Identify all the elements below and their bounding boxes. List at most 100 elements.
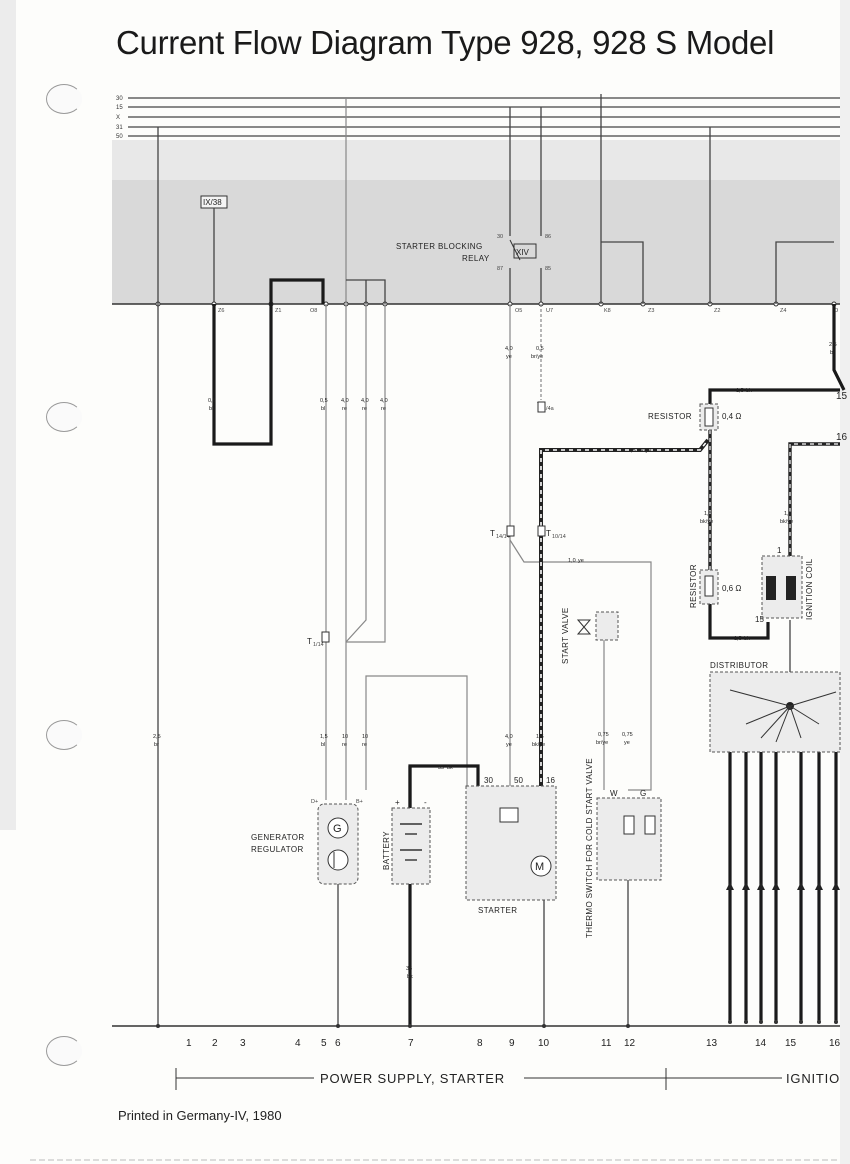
column-numbers: 1 2 3 4 5 6 7 8 9 10 11 12 13 14 15 16 xyxy=(186,1038,841,1049)
wire-gauge: 4,0 xyxy=(380,398,388,404)
resistor-label: RESISTOR xyxy=(689,564,698,608)
wire-number: 15 xyxy=(836,391,848,402)
print-note: Printed in Germany-IV, 1980 xyxy=(118,1108,282,1123)
wire-gauge: 0,5 xyxy=(320,398,328,404)
connector-label: O5 xyxy=(515,308,522,314)
wire-gauge: 10 xyxy=(342,734,348,740)
page-title: Current Flow Diagram Type 928, 928 S Mod… xyxy=(116,24,775,61)
wire-color: ye xyxy=(506,354,512,360)
column-number: 1 xyxy=(186,1038,192,1049)
wire-color: bl xyxy=(321,742,325,748)
column-number: 13 xyxy=(706,1038,718,1049)
connector-tag: T xyxy=(546,529,551,538)
wire-color: bk xyxy=(407,974,413,980)
wire-gauge: 1,5 xyxy=(784,511,792,517)
starter-label: STARTER xyxy=(478,906,517,915)
wire-gauge: 0,5 xyxy=(536,346,544,352)
battery-cells-icon xyxy=(400,823,422,861)
column-number: 15 xyxy=(785,1038,797,1049)
column-number: 12 xyxy=(624,1038,636,1049)
connector-label: Z4 xyxy=(780,308,786,314)
wire-gauge: 1,5 xyxy=(320,734,328,740)
battery-cable xyxy=(408,764,480,1026)
starter-terminal: 16 xyxy=(546,776,555,785)
battery-label: BATTERY xyxy=(382,831,391,870)
distributor-label: DISTRIBUTOR xyxy=(710,661,768,670)
wire-color: re xyxy=(342,406,347,412)
coil-terminal: 1 xyxy=(777,546,782,555)
terminal-label: B+ xyxy=(356,799,363,805)
wire-color: ye xyxy=(506,742,512,748)
relay-panel-shading-top xyxy=(112,140,840,180)
resistor-value: 0,4 Ω xyxy=(722,412,741,421)
column-number: 3 xyxy=(240,1038,246,1049)
bus-label: X xyxy=(116,115,120,121)
column-number: 16 xyxy=(829,1038,841,1049)
coil-winding-icon xyxy=(786,576,796,600)
bus-label: 31 xyxy=(116,125,123,131)
resistor-icon xyxy=(704,575,714,597)
thermo-switch-label: THERMO SWITCH FOR COLD START VALVE xyxy=(585,758,594,938)
wire-gauge: 10 xyxy=(362,734,368,740)
binder-strip xyxy=(0,0,16,830)
harness-wire-stripe xyxy=(540,439,709,790)
ignition-wire xyxy=(708,388,840,410)
connector-tag-sub: 10/14 xyxy=(552,534,566,540)
wire-color: re xyxy=(342,742,347,748)
ground-points xyxy=(156,1020,838,1028)
connector-label: O8 xyxy=(310,308,317,314)
wire-gauge: 1,5 xyxy=(734,636,742,642)
connector-label: Z1 xyxy=(275,308,281,314)
bus-label: 15 xyxy=(116,105,123,111)
starter-solenoid-icon xyxy=(499,807,519,823)
wire-gauge: 1,0 xyxy=(568,558,576,564)
terminal-label: D+ xyxy=(311,799,318,805)
page-edge xyxy=(840,0,850,1164)
connector-tag-sub: 1/14 xyxy=(313,642,324,648)
resistor-value: 0,6 Ω xyxy=(722,584,741,593)
column-number: 14 xyxy=(755,1038,767,1049)
relay-number: XIV xyxy=(516,248,530,257)
wire-gauge: 1,5 xyxy=(628,448,636,454)
wire-color: ye xyxy=(624,740,630,746)
wire-gauge: 1,5 xyxy=(736,388,744,394)
wire-color: bk xyxy=(744,636,750,642)
ignition-wire xyxy=(832,304,846,391)
motor-letter: M xyxy=(535,861,544,873)
generator-letter: G xyxy=(333,823,342,835)
thermo-terminal: W xyxy=(610,789,618,798)
starter-blocking-relay xyxy=(509,107,542,304)
wire-gauge: 35 xyxy=(438,765,444,771)
wire-gauge: 4,0 xyxy=(505,346,513,352)
relay-pin: 87 xyxy=(497,266,503,272)
battery-terminal: + xyxy=(395,798,400,807)
ignition-wire xyxy=(788,442,840,560)
relay-label: STARTER BLOCKING xyxy=(396,242,483,251)
wire-color: ye xyxy=(578,558,584,564)
generator-regulator-box xyxy=(317,803,359,885)
connector-label: Z2 xyxy=(714,308,720,314)
relay-pin: 85 xyxy=(545,266,551,272)
thermo-switch-box xyxy=(596,797,662,881)
wire-number: 16 xyxy=(836,432,848,443)
wire-color: bk/ye xyxy=(638,448,651,454)
coil-winding-icon xyxy=(766,576,776,600)
connector-label: O xyxy=(834,308,839,314)
wire-color: bk xyxy=(746,388,752,394)
start-valve-label: START VALVE xyxy=(561,607,570,664)
column-number: 2 xyxy=(212,1038,218,1049)
wire-labels: 0,5 bk 0,5 bl 4,0 re 4,0 re 4,0 re 4,0 y… xyxy=(153,342,837,980)
wire-color: re xyxy=(362,406,367,412)
punch-hole xyxy=(46,402,82,432)
lead-arrows xyxy=(726,882,840,890)
wire-color: bk/ye xyxy=(532,742,545,748)
connector-label: Z3 xyxy=(648,308,654,314)
starter-terminal: 30 xyxy=(484,776,493,785)
coil-terminal: 15 xyxy=(755,615,764,624)
section-label-ignition: IGNITIO xyxy=(786,1071,840,1086)
column-number: 7 xyxy=(408,1038,414,1049)
column-number: 4 xyxy=(295,1038,301,1049)
ignition-wire xyxy=(708,604,770,640)
wire-gauge: 4,0 xyxy=(341,398,349,404)
